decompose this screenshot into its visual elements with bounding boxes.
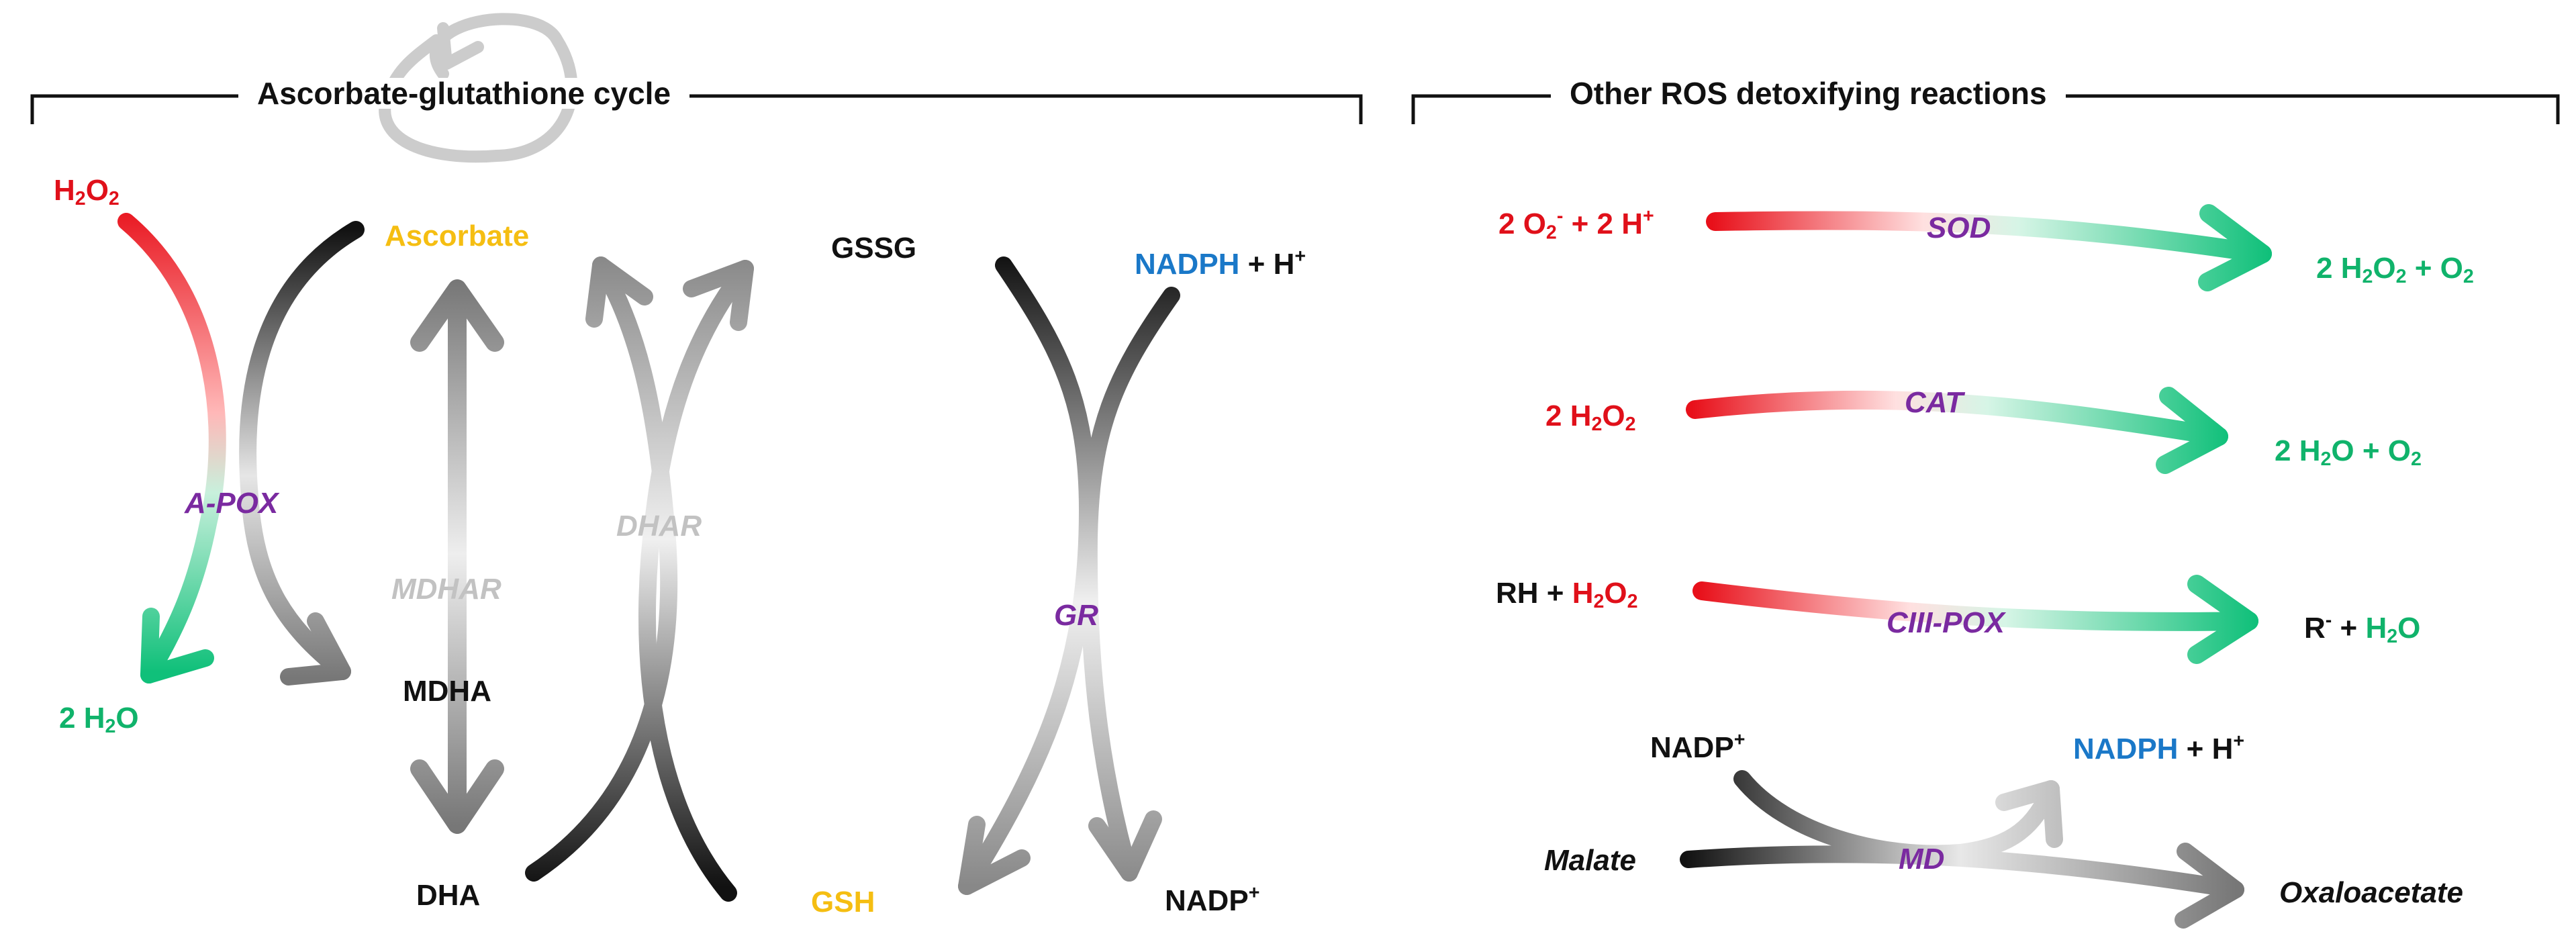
nadph-h-label-left: NADPH + H+: [1135, 246, 1306, 281]
ciiipox-products: R- + H2O: [2304, 610, 2421, 648]
md-nadph-label: NADPH + H+: [2073, 730, 2245, 766]
ascorbate-to-mdha-arrow: [239, 221, 365, 686]
oxaloacetate-label: Oxaloacetate: [2279, 876, 2463, 909]
enzyme-mdhar: MDHAR: [391, 573, 502, 606]
sod-reactants: 2 O2- + 2 H+: [1498, 205, 1654, 244]
dhar-arrows: [525, 256, 754, 902]
ascorbate-label: Ascorbate: [385, 220, 530, 252]
apox-arrow: [117, 213, 226, 683]
enzyme-ciiipox: CIII-POX: [1887, 606, 2005, 639]
cat-products: 2 H2O + O2: [2275, 434, 2422, 471]
malate-label: Malate: [1544, 844, 1636, 877]
enzyme-md: MD: [1899, 843, 1945, 876]
right-section-title: Other ROS detoxifying reactions: [1551, 78, 2066, 109]
nadp-label-left: NADP+: [1165, 882, 1260, 918]
sod-products: 2 H2O2 + O2: [2316, 252, 2474, 288]
enzyme-dhar: DHAR: [616, 510, 702, 542]
mdha-label: MDHA: [403, 675, 491, 708]
cat-reactants: 2 H2O2: [1545, 399, 1636, 436]
left-section-bracket: [30, 94, 1363, 124]
left-section-title: Ascorbate-glutathione cycle: [238, 78, 690, 109]
h2o2-label: H2O2: [54, 174, 120, 210]
enzyme-apox: A-POX: [185, 487, 279, 520]
md-arrows: [1680, 770, 2244, 929]
cat-arrow: [1686, 387, 2228, 474]
sod-arrow: [1706, 204, 2272, 291]
gr-arrows: [958, 256, 1180, 895]
enzyme-cat: CAT: [1905, 386, 1964, 419]
ciiipox-reactants: RH + H2O2: [1496, 577, 1638, 613]
gssg-label: GSSG: [831, 232, 917, 265]
md-nadp-label: NADP+: [1650, 729, 1746, 765]
mdhar-double-arrow: [410, 279, 504, 834]
gsh-label: GSH: [811, 886, 875, 918]
dha-label: DHA: [416, 879, 481, 912]
ciiipox-arrow: [1692, 575, 2258, 664]
enzyme-gr: GR: [1054, 599, 1098, 632]
enzyme-sod: SOD: [1927, 211, 1991, 244]
h2o-label: 2 H2O: [59, 702, 139, 738]
